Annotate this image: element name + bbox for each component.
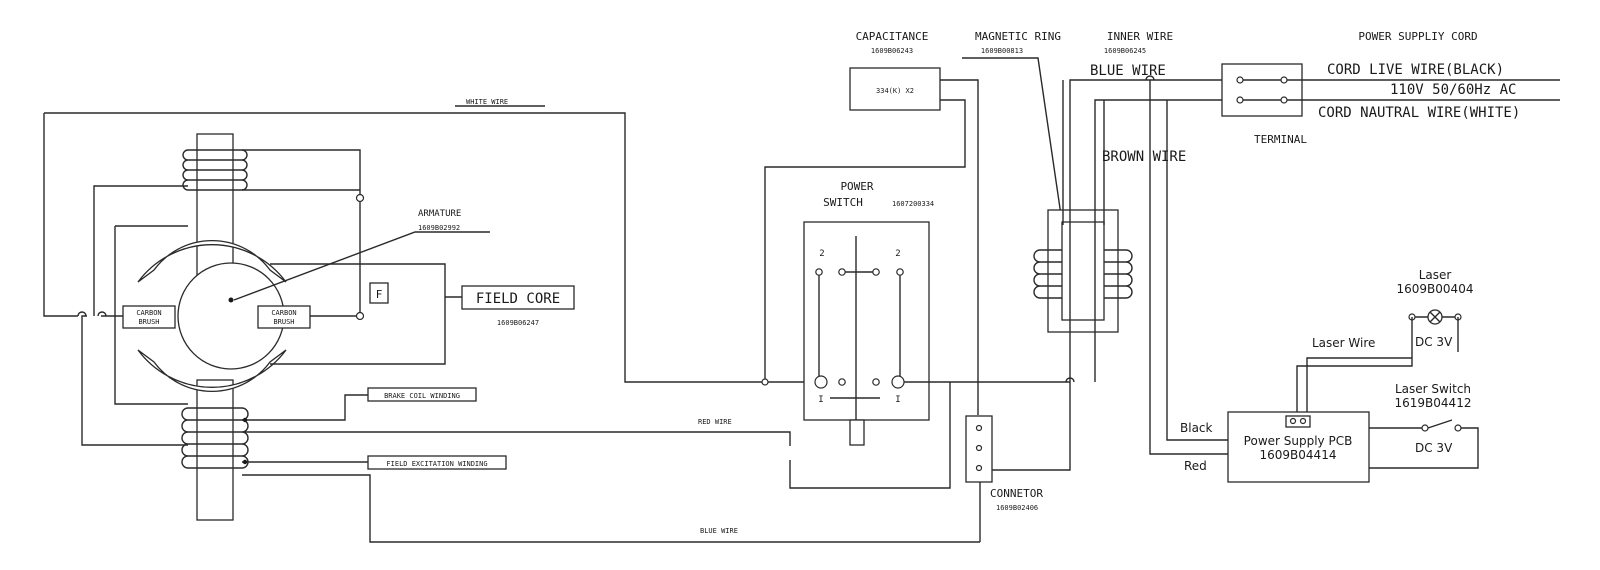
laser-switch-part-number: 1619B04412 — [1395, 396, 1472, 410]
red-wire-label-right: Red — [1184, 459, 1207, 473]
brake-coil-label: BRAKE COIL WINDING — [384, 392, 460, 400]
connector-label: CONNETOR — [990, 487, 1043, 500]
field-excitation-label: FIELD EXCITATION WINDING — [386, 460, 487, 468]
capacitor-value: 334(K) X2 — [876, 87, 914, 95]
carbon-brush-right-label-1: CARBON — [271, 309, 296, 317]
pcb-laser-connector — [1285, 415, 1311, 428]
pcb-label: Power Supply PCB — [1244, 434, 1353, 448]
laser-part-number: 1609B00404 — [1397, 282, 1474, 296]
carbon-brush-left — [122, 305, 176, 329]
main-wires: WHITE WIRE RED WIRE BLUE WIRE — [43, 98, 981, 542]
terminal-label: TERMINAL — [1254, 133, 1307, 146]
inner-wire: INNER WIRE 1609B06245 BLUE WIRE BROWN WI… — [980, 30, 1235, 471]
laser-wire-label: Laser Wire — [1312, 336, 1375, 350]
field-excitation-box — [367, 455, 507, 470]
magnetic-ring-part-number: 1609B00813 — [981, 47, 1023, 55]
capacitance: CAPACITANCE 1609B06243 334(K) X2 — [849, 30, 979, 415]
stator-bottom-coil-core — [196, 379, 234, 521]
red-wire-label: RED WIRE — [698, 418, 732, 426]
carbon-brush-left-label-2: BRUSH — [138, 318, 159, 326]
brake-coil-box — [367, 387, 477, 402]
connector: CONNETOR 1609B02406 — [965, 415, 1043, 512]
laser-circuit: Laser 1609B00404 Laser Wire DC 3V Laser … — [1180, 268, 1479, 483]
motor-assembly: CARBON BRUSH CARBON BRUSH ARMATURE 1609 — [77, 133, 980, 543]
carbon-brush-right-label-2: BRUSH — [273, 318, 294, 326]
black-wire-label: Black — [1180, 421, 1213, 435]
terminal: POWER SUPPLIY CORD TERMINAL CORD LIVE WI… — [1145, 30, 1560, 455]
capacitor-box — [849, 67, 941, 111]
field-core-box — [461, 285, 575, 310]
power-switch-part-number: 1607200334 — [892, 200, 934, 208]
carbon-brush-left-label-1: CARBON — [136, 309, 161, 317]
f-box — [369, 282, 389, 304]
power-switch-title-1: POWER — [840, 180, 873, 193]
voltage-label: 110V 50/60Hz AC — [1390, 82, 1516, 98]
pole-shoe-bottom — [137, 349, 287, 392]
switch-toggle — [849, 419, 865, 446]
inner-wire-part-number: 1609B06245 — [1104, 47, 1146, 55]
switch-num-left: 2 — [819, 249, 824, 259]
switch-pos-left: I — [818, 395, 823, 405]
cord-live-label: CORD LIVE WIRE(BLACK) — [1327, 62, 1504, 78]
field-core-part-number: 1609B06247 — [497, 319, 539, 327]
field-core-label: FIELD CORE — [476, 291, 560, 307]
magnetic-ring-inner — [1061, 221, 1105, 321]
f-box-label: F — [376, 288, 383, 301]
power-switch: POWER SWITCH 1607200334 2 2 I I — [761, 99, 1070, 446]
stator-top-coil-core — [196, 133, 234, 285]
capacitance-label: CAPACITANCE — [856, 30, 929, 43]
motor-wires — [81, 149, 980, 543]
blue-wire-bottom-label: BLUE WIRE — [700, 527, 738, 535]
dc-3v-bottom-label: DC 3V — [1415, 441, 1453, 455]
laser-label: Laser — [1419, 268, 1452, 282]
power-cord-label: POWER SUPPLIY CORD — [1358, 30, 1477, 43]
magnetic-ring-label: MAGNETIC RING — [975, 30, 1061, 43]
capacitance-part-number: 1609B06243 — [871, 47, 913, 55]
laser-switch-label: Laser Switch — [1395, 382, 1471, 396]
armature-label: ARMATURE — [418, 209, 461, 219]
blue-wire-top-label: BLUE WIRE — [1090, 63, 1166, 79]
magnetic-ring: MAGNETIC RING 1609B00813 — [962, 30, 1133, 333]
pole-shoe-top — [137, 240, 287, 283]
pcb-part-number: 1609B04414 — [1260, 448, 1337, 462]
field-coil-top — [182, 149, 248, 191]
brown-wire-label: BROWN WIRE — [1102, 149, 1186, 165]
white-wire-label: WHITE WIRE — [466, 98, 508, 106]
switch-pos-right: I — [895, 395, 900, 405]
inner-wire-label: INNER WIRE — [1107, 30, 1173, 43]
cord-neutral-label: CORD NAUTRAL WIRE(WHITE) — [1318, 105, 1520, 121]
field-coil-bottom — [181, 407, 249, 469]
switch-num-right: 2 — [895, 249, 900, 259]
dc-3v-top-label: DC 3V — [1415, 335, 1453, 349]
connector-part-number: 1609B02406 — [996, 504, 1038, 512]
terminal-box — [1221, 63, 1303, 117]
power-switch-title-2: SWITCH — [823, 196, 863, 209]
carbon-brush-right — [257, 305, 311, 329]
armature-part-number: 1609B02992 — [418, 224, 460, 232]
